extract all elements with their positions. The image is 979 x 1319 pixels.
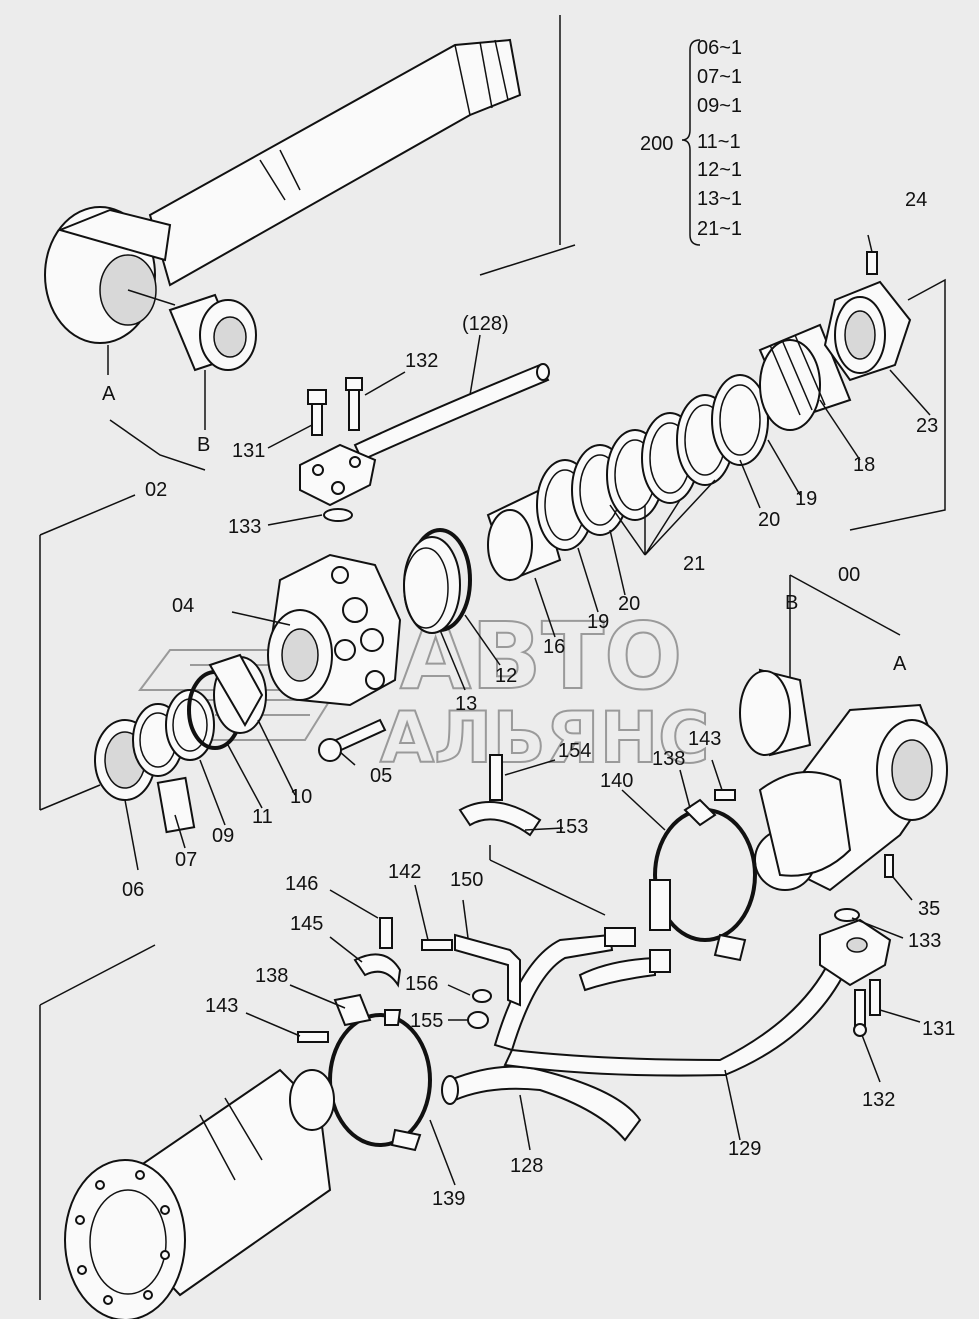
callout-143: 143 (688, 728, 721, 750)
kit-item: 07~1 (697, 66, 742, 88)
seal-stack-left (94, 653, 267, 834)
callout-131: 131 (232, 440, 265, 462)
callout-156: 156 (405, 973, 438, 995)
kit-item: 21~1 (697, 218, 742, 240)
callout-23: 23 (916, 415, 938, 437)
leader-lines-top (107, 15, 576, 471)
callout-00: 00 (838, 564, 860, 586)
callout-07: 07 (175, 849, 197, 871)
callout-19: 19 (795, 488, 817, 510)
callout-145: 145 (290, 913, 323, 935)
callout-132: 132 (405, 350, 438, 372)
clamp-140 (649, 789, 757, 962)
callout-150: 150 (450, 869, 483, 891)
kit-item: 12~1 (697, 159, 742, 181)
callout-131-right: 131 (922, 1018, 955, 1040)
kit-item: 06~1 (697, 37, 742, 59)
clamp-138-left (297, 993, 432, 1152)
callout-20: 20 (618, 593, 640, 615)
hose-128-top (353, 363, 550, 462)
callout-09: 09 (212, 825, 234, 847)
kit-item: 09~1 (697, 95, 742, 117)
cylinder-head (267, 553, 402, 707)
callout-b-right: B (785, 592, 798, 614)
flange-top (299, 377, 377, 522)
callout-138: 138 (652, 748, 685, 770)
leader-lines (124, 234, 931, 1186)
watermark-line2: АЛЬЯНС (380, 697, 710, 779)
callout-153: 153 (555, 816, 588, 838)
callout-128-paren: (128) (462, 313, 509, 335)
callout-19: 19 (587, 611, 609, 633)
callout-13: 13 (455, 693, 477, 715)
callout-16: 16 (543, 636, 565, 658)
lower-hoses (441, 927, 847, 1142)
callout-02: 02 (145, 479, 167, 501)
bolt-05 (318, 718, 387, 762)
callout-35: 35 (918, 898, 940, 920)
callout-146: 146 (285, 873, 318, 895)
callout-139: 139 (432, 1188, 465, 1210)
kit-bracket (681, 39, 701, 246)
bracket-150 (353, 917, 521, 1029)
rings-12-13 (403, 528, 472, 634)
cylinder-tube (739, 668, 948, 892)
callout-b: B (197, 434, 210, 456)
kit-item: 11~1 (697, 131, 741, 153)
callout-20: 20 (758, 509, 780, 531)
callout-154: 154 (558, 740, 591, 762)
callout-133: 133 (228, 516, 261, 538)
callout-04: 04 (172, 595, 194, 617)
clamp-153 (458, 754, 542, 837)
bushing-top (168, 293, 257, 372)
callout-12: 12 (495, 665, 517, 687)
kit-note: 200 06~1 07~1 09~1 11~1 12~1 13~1 21~1 (640, 37, 742, 240)
callout-06: 06 (122, 879, 144, 901)
callout-11: 11 (252, 806, 273, 828)
callout-143-left: 143 (205, 995, 238, 1017)
callout-05: 05 (370, 765, 392, 787)
kit-item: 13~1 (697, 188, 742, 210)
kit-number: 200 (640, 133, 673, 155)
callout-132-right: 132 (862, 1089, 895, 1111)
callout-a-right: A (893, 653, 907, 675)
callout-155: 155 (410, 1010, 443, 1032)
flange-right (819, 854, 894, 1037)
callout-142: 142 (388, 861, 421, 883)
callout-24: 24 (905, 189, 927, 211)
callout-140: 140 (600, 770, 633, 792)
callout-10: 10 (290, 786, 312, 808)
cylinder-rod (44, 38, 522, 344)
cylinder-base (39, 944, 335, 1319)
callout-128: 128 (510, 1155, 543, 1177)
watermark: АВТО АЛЬЯНС (138, 602, 711, 780)
callout-133-right: 133 (908, 930, 941, 952)
callout-18: 18 (853, 454, 875, 476)
piston-assembly (486, 323, 852, 582)
callout-21: 21 (683, 553, 705, 575)
callout-129: 129 (728, 1138, 761, 1160)
callout-a: A (102, 383, 116, 405)
callout-labels: (128) 132 131 133 A B 02 24 23 18 19 20 … (102, 189, 955, 1210)
callout-138-left: 138 (255, 965, 288, 987)
piston-nut (823, 251, 912, 382)
